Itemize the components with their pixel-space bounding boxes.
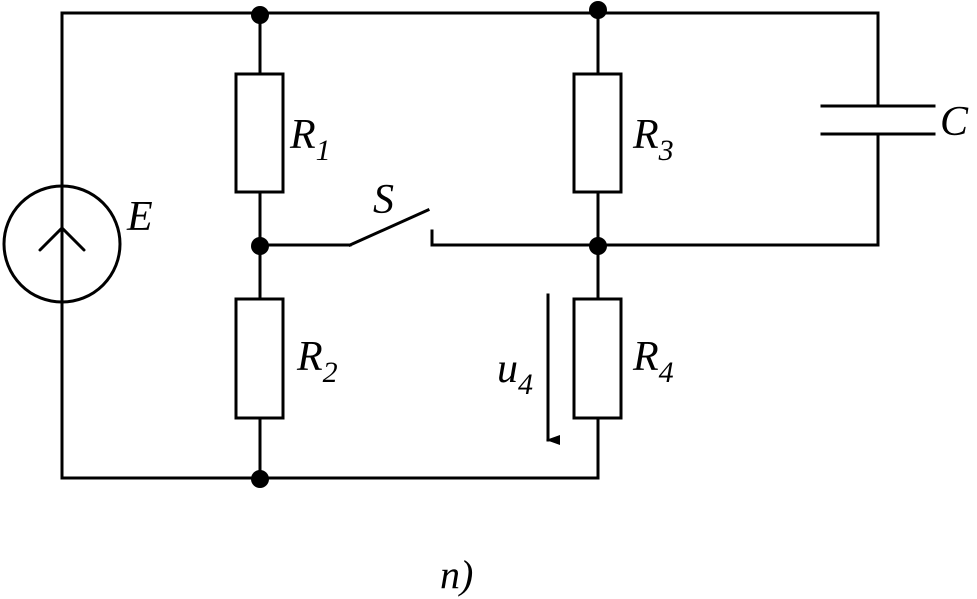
capacitor-label: C: [940, 99, 969, 145]
junction-nodes: [251, 1, 607, 488]
junction-node: [589, 1, 607, 19]
resistor-r2: R2: [234, 297, 338, 420]
resistor-r4: R4: [572, 297, 674, 420]
capacitor: C: [820, 99, 969, 145]
resistor-r3-body: [572, 72, 623, 194]
junction-node: [589, 237, 607, 255]
resistor-r3-label: R3: [632, 112, 674, 167]
resistor-r1-body: [234, 72, 285, 194]
resistor-r2-body: [234, 297, 285, 420]
switch-blade: [348, 208, 430, 247]
junction-node: [251, 6, 269, 24]
junction-node: [251, 237, 269, 255]
figure-caption: n): [440, 552, 473, 597]
voltage-source: E: [2, 184, 153, 304]
resistor-r3: R3: [572, 72, 674, 194]
junction-node: [251, 470, 269, 488]
source-label: E: [126, 194, 153, 240]
resistor-r1: R1: [234, 72, 331, 194]
voltage-u4: u4: [497, 293, 560, 445]
resistor-r4-label: R4: [632, 334, 674, 389]
switch: S: [348, 177, 434, 247]
wires: [60, 11, 880, 480]
resistor-r2-label: R2: [296, 334, 338, 389]
voltage-u4-label: u4: [497, 346, 533, 401]
voltage-source-arrow-icon: [38, 225, 86, 252]
resistor-r4-body: [572, 297, 623, 420]
switch-label: S: [373, 177, 394, 223]
resistor-r1-label: R1: [289, 112, 331, 167]
